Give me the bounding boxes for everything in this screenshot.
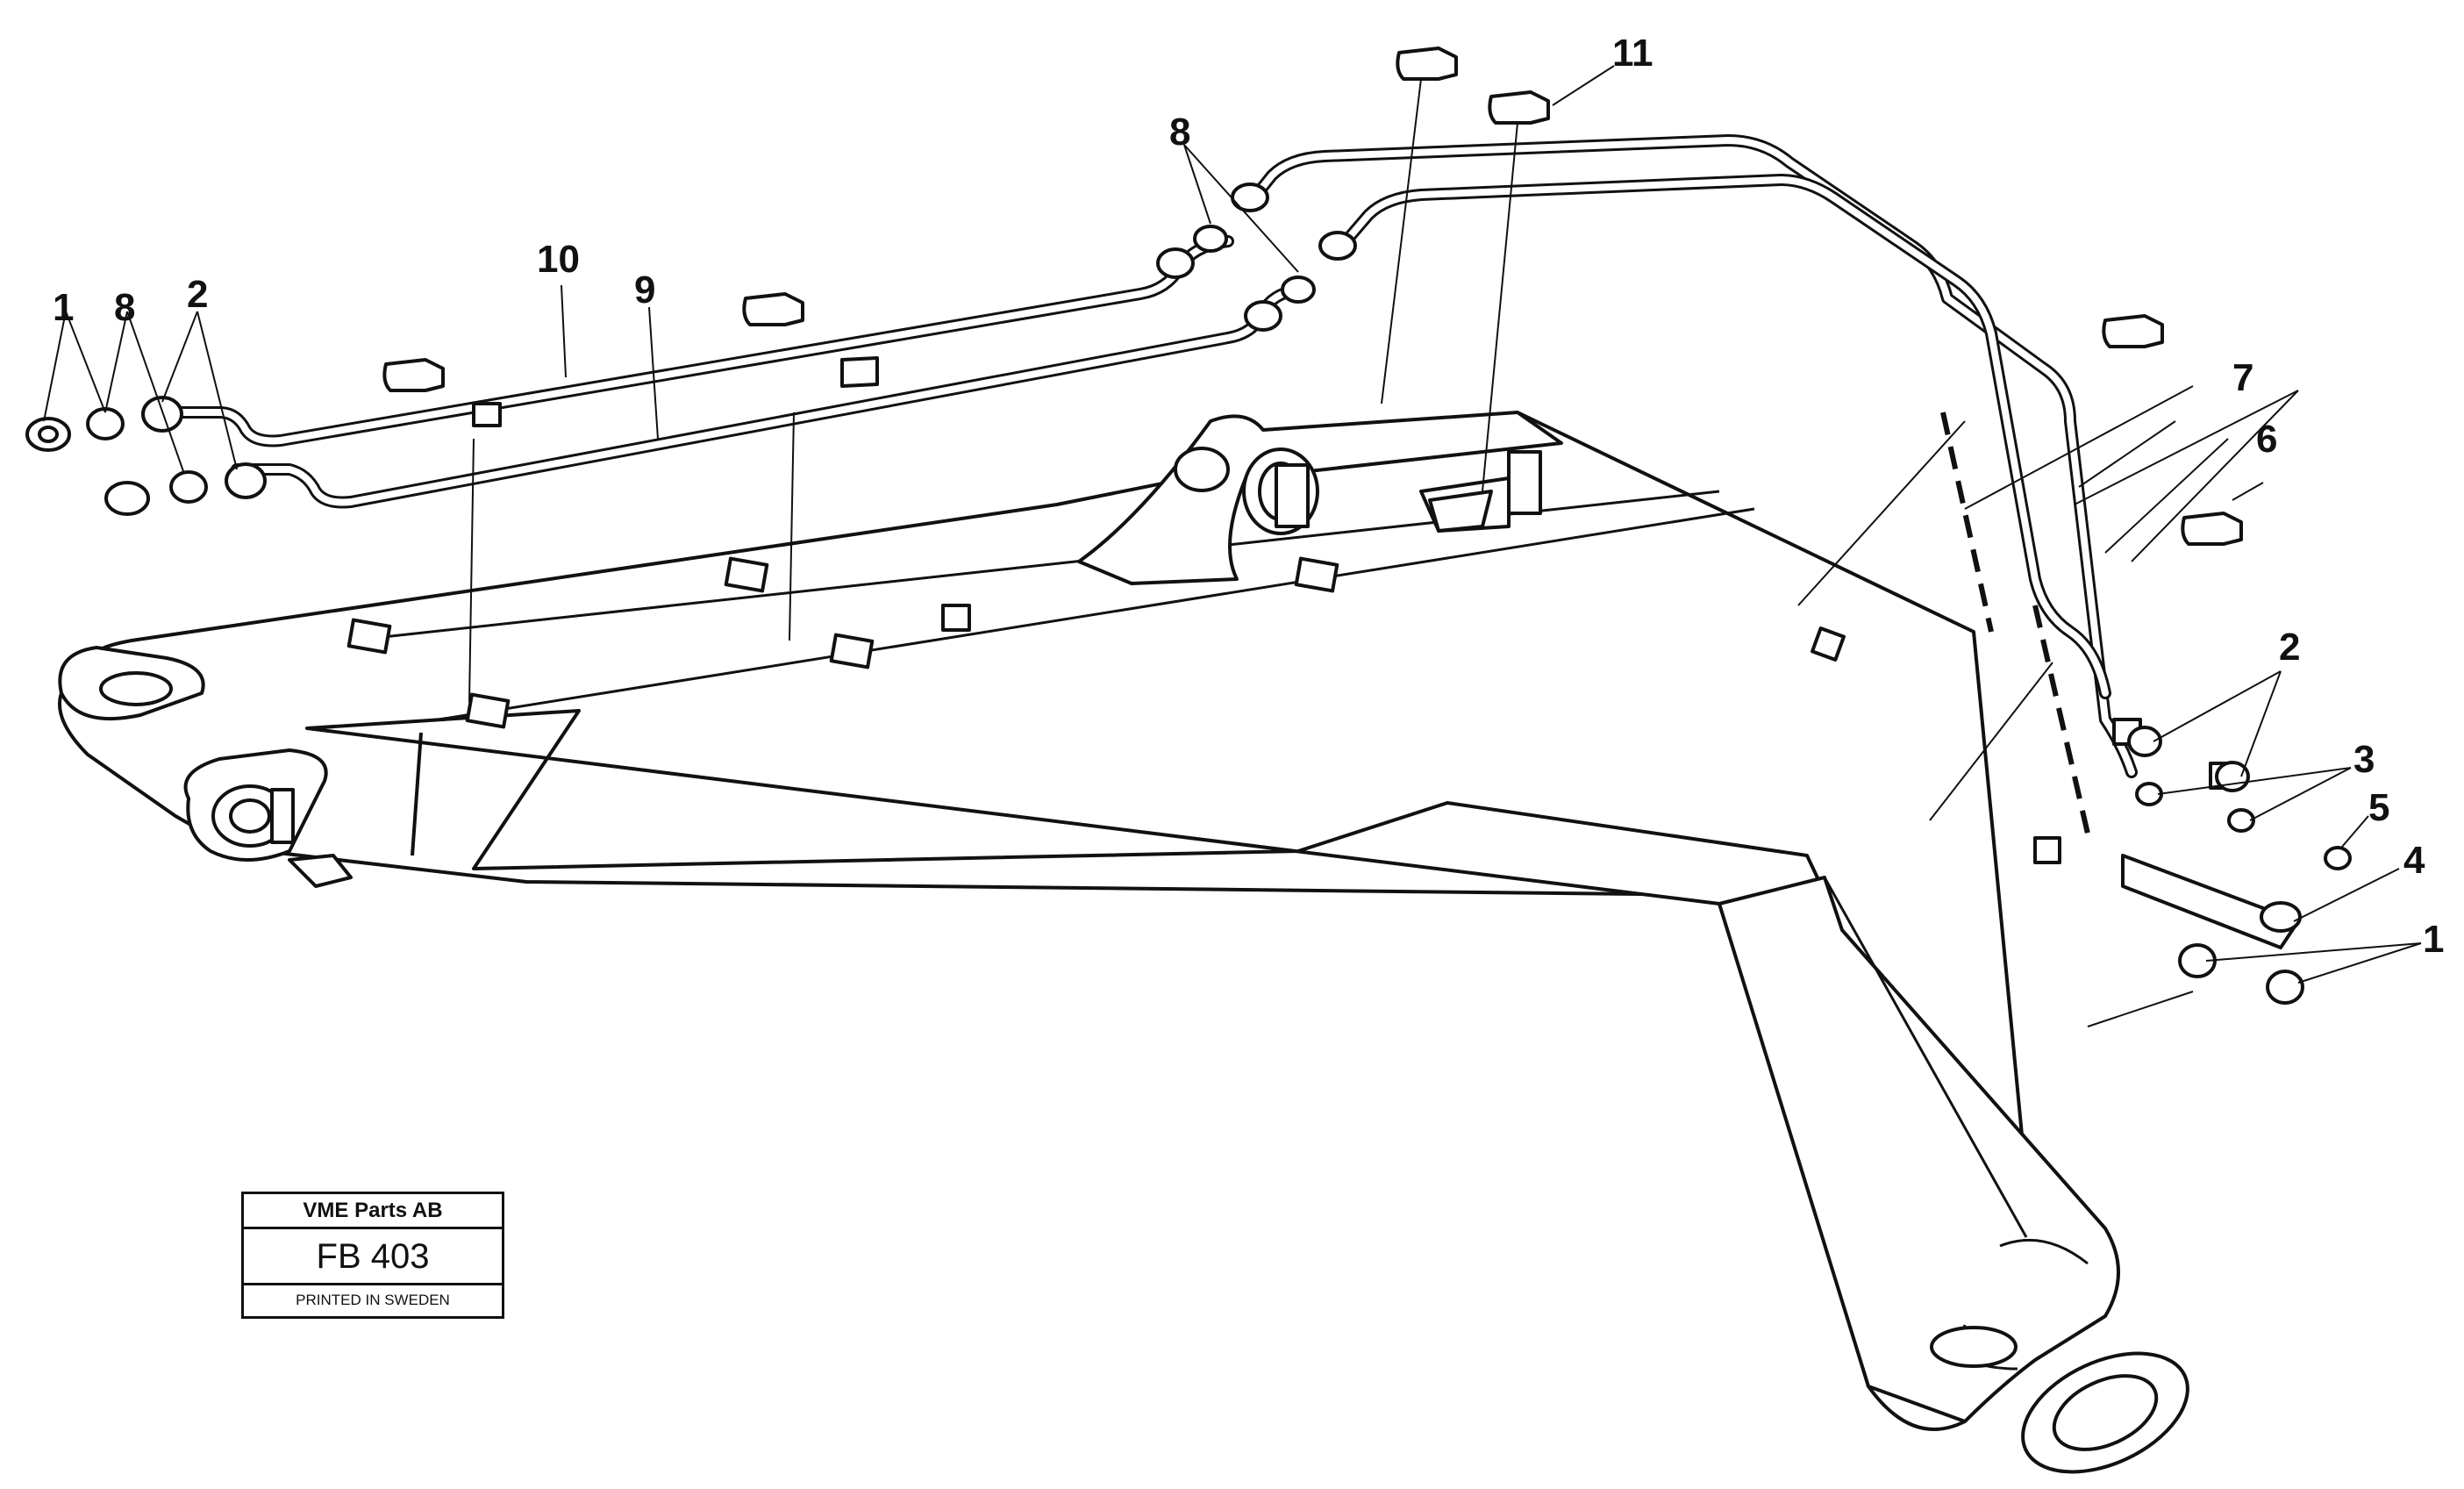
company-name: VME Parts AB	[244, 1194, 502, 1229]
title-block: VME Parts AB FB 403 PRINTED IN SWEDEN	[241, 1192, 504, 1319]
callout-2-right: 2	[2279, 626, 2300, 669]
printed-note: PRINTED IN SWEDEN	[296, 1292, 450, 1308]
callout-11: 11	[1612, 32, 1653, 75]
loose-clamps	[382, 47, 2243, 546]
leader-lines	[43, 65, 2422, 1027]
callout-8-mid: 8	[1169, 111, 1190, 154]
fittings-right	[2121, 726, 2352, 1005]
callout-7: 7	[2232, 356, 2253, 399]
boom-body	[58, 411, 2189, 1474]
fittings-left	[25, 396, 267, 516]
callout-5: 5	[2368, 786, 2389, 829]
fittings-middle	[1156, 183, 1357, 332]
callout-8-left: 8	[114, 286, 135, 329]
callout-2-left: 2	[187, 273, 208, 316]
callout-3: 3	[2353, 738, 2375, 781]
callout-1-right: 1	[2423, 918, 2444, 961]
callout-1-left: 1	[53, 286, 74, 329]
callout-9: 9	[634, 268, 655, 311]
dashed-lines	[1940, 412, 2090, 834]
callouts: 1 8 2 10 9 8 11 7 6 2 3 5 4 1	[53, 32, 2444, 961]
callout-4: 4	[2403, 839, 2425, 882]
drawing-code: FB 403	[244, 1229, 502, 1285]
clamps-on-boom	[270, 450, 2061, 888]
callout-6: 6	[2256, 418, 2277, 461]
callout-10: 10	[537, 238, 580, 281]
